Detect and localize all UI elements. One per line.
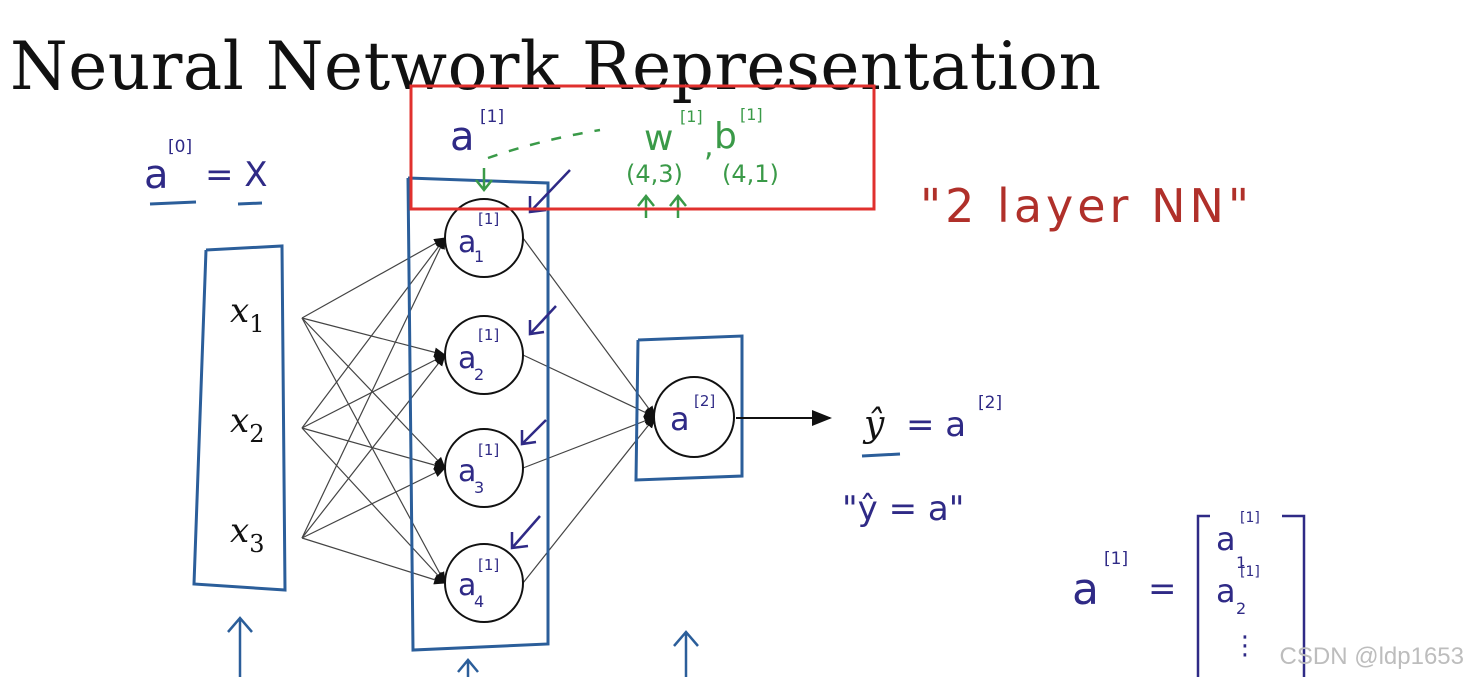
svg-text:=: = [1148,569,1177,609]
svg-text:x3: x3 [230,511,264,558]
svg-text:= X: = X [205,155,268,195]
edge-x3-h4 [301,537,447,585]
output-node: a [2] [653,376,735,458]
svg-text:a: a [670,400,690,438]
svg-text:[2]: [2] [694,392,715,410]
svg-text:a: a [458,225,476,260]
a1-vector-definition: a [1] = a [1] 1 a [1] 2 ⋮ [1072,510,1306,677]
pointer-arrow-2 [528,305,557,336]
slide-title: Neural Network Representation [10,28,1102,105]
svg-text:= a: = a [906,405,966,445]
svg-text:3: 3 [474,478,484,497]
edge-x2-h2 [301,354,447,429]
edge-x1-h3 [301,317,446,469]
svg-text:[0]: [0] [168,137,192,157]
svg-text:a: a [458,454,476,489]
svg-text:x1: x1 [230,291,264,338]
input-layer-frame [192,244,287,592]
edge-h1-out [522,237,656,418]
svg-text:a: a [1216,572,1236,610]
pointer-arrow-4 [510,515,541,550]
network-edges [301,236,657,585]
svg-text:a: a [450,114,475,160]
hidden-node-4: a [1] 4 [444,543,524,623]
svg-text:[1]: [1] [1240,510,1260,526]
svg-text:[1]: [1] [480,107,504,127]
svg-text:1: 1 [1236,553,1246,572]
svg-text:a: a [1072,564,1099,615]
a0-equals-x: a [0] = X [144,137,268,206]
edge-x1-h2 [301,317,447,357]
yhat-equation: ŷ = a [2] [861,393,1002,458]
edge-h4-out [522,416,656,584]
svg-text:x2: x2 [230,401,264,448]
svg-text:[1]: [1] [478,441,499,459]
input-node-x1: x1 [230,291,264,338]
input-node-x3: x3 [230,511,264,558]
svg-text:a: a [144,152,169,198]
svg-text:[2]: [2] [978,393,1002,413]
svg-text:[1]: [1] [1104,549,1128,569]
svg-text:a: a [458,341,476,376]
svg-text:(4,3): (4,3) [626,160,683,188]
output-layer-frame [634,334,744,482]
svg-text:a: a [458,568,476,603]
edge-h2-out [522,354,657,418]
svg-text:1: 1 [474,247,484,266]
highlight-box [409,84,876,211]
svg-text:2: 2 [1236,599,1246,618]
input-node-x2: x2 [230,401,264,448]
output-up-arrow [673,630,699,677]
edge-h3-out [522,416,657,469]
hidden-node-1: a [1] 1 [444,198,524,278]
svg-text:b: b [714,116,737,157]
svg-text:a: a [1216,520,1236,558]
edge-x2-h4 [301,427,446,584]
pointer-arrow-3 [520,419,547,446]
hidden-node-2: a [1] 2 [444,315,524,395]
svg-text:(4,1): (4,1) [722,160,779,188]
svg-text:,: , [704,129,714,164]
edge-x3-h2 [301,354,446,539]
edge-x2-h3 [301,427,447,470]
svg-text:[1]: [1] [1240,564,1260,580]
svg-text:w: w [644,118,673,159]
svg-text:[1]: [1] [478,556,499,574]
svg-text:[1]: [1] [740,105,763,124]
edge-x1-h4 [301,317,446,585]
yhat-alt-note: "ŷ = a" [842,489,964,529]
hidden-up-arrow [457,658,479,677]
svg-text:⋮: ⋮ [1232,631,1258,661]
weights-shape-note: a [1] w [1] , b [1] (4,3) (4,1) [450,105,779,218]
hidden-node-3: a [1] 3 [444,428,524,508]
svg-text:ŷ: ŷ [862,404,885,445]
svg-text:[1]: [1] [478,326,499,344]
svg-text:[1]: [1] [478,210,499,228]
watermark: CSDN @ldp1653 [1279,643,1464,670]
svg-text:[1]: [1] [680,107,703,126]
edge-x3-h1 [301,236,446,539]
svg-text:4: 4 [474,592,484,611]
edge-x2-h1 [301,237,446,429]
input-up-arrow [227,616,253,677]
two-layer-nn-label: "2 layer NN" [920,179,1253,233]
edge-x1-h1 [301,237,447,319]
edge-x3-h3 [301,467,447,539]
svg-text:2: 2 [474,365,484,384]
hidden-layer-frame [406,176,550,652]
